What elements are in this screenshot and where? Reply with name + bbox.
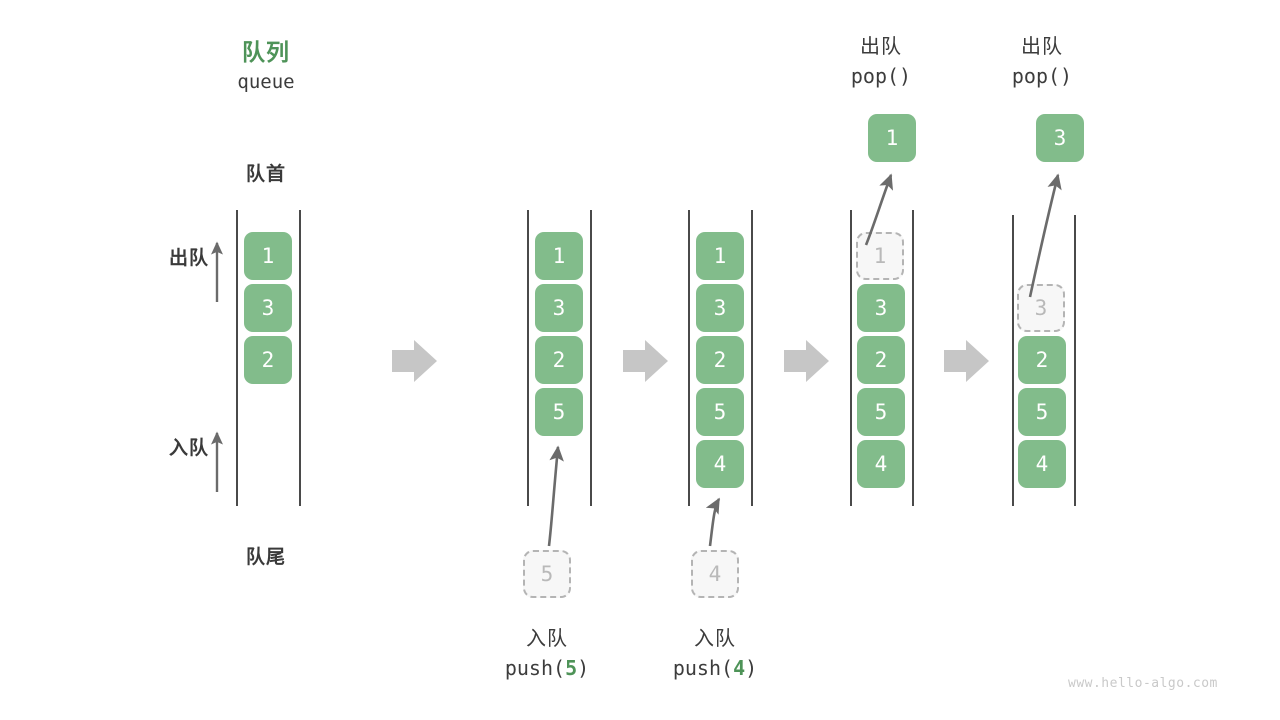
queue-cell: 1 bbox=[696, 232, 744, 280]
push-direction-label: 入队 bbox=[168, 438, 209, 459]
incoming-ghost-cell: 5 bbox=[523, 550, 571, 598]
caption-code-prefix: push( bbox=[672, 656, 734, 680]
queue-rail-right-3 bbox=[751, 210, 753, 506]
queue-cell: 3 bbox=[696, 284, 744, 332]
queue-rail-right-1 bbox=[299, 210, 301, 506]
stage-caption-code: push(5) bbox=[467, 656, 627, 680]
stage-caption-code: push(4) bbox=[635, 656, 795, 680]
pop-direction-label: 出队 bbox=[168, 248, 209, 269]
outgoing-ghost-cell: 1 bbox=[856, 232, 904, 280]
queue-rail-left-1 bbox=[236, 210, 238, 506]
diagram-title-cn: 队列 bbox=[242, 39, 290, 65]
queue-cell: 2 bbox=[857, 336, 905, 384]
stage-op-code: pop() bbox=[850, 64, 912, 88]
caption-code-suffix: ) bbox=[577, 656, 590, 680]
caption-code-suffix: ) bbox=[745, 656, 758, 680]
transition-arrow-4 bbox=[944, 340, 989, 382]
pop-arrow-3-icon bbox=[1028, 173, 1062, 298]
stage-op-code: pop() bbox=[1011, 64, 1073, 88]
queue-rail-left-2 bbox=[527, 210, 529, 506]
diagram-title-code: queue bbox=[237, 71, 295, 93]
caption-code-value: 5 bbox=[565, 656, 578, 680]
popped-cell: 3 bbox=[1036, 114, 1084, 162]
queue-head-label: 队首 bbox=[245, 164, 286, 185]
watermark: www.hello-algo.com bbox=[1068, 676, 1218, 691]
outgoing-ghost-cell: 3 bbox=[1017, 284, 1065, 332]
queue-cell: 4 bbox=[696, 440, 744, 488]
queue-cell: 2 bbox=[535, 336, 583, 384]
queue-rail-left-3 bbox=[688, 210, 690, 506]
queue-cell: 5 bbox=[857, 388, 905, 436]
transition-arrow-1 bbox=[392, 340, 437, 382]
stage-caption-cn: 入队 bbox=[694, 628, 736, 650]
popped-cell: 1 bbox=[868, 114, 916, 162]
queue-rail-right-2 bbox=[590, 210, 592, 506]
queue-cell: 5 bbox=[535, 388, 583, 436]
queue-cell: 2 bbox=[1018, 336, 1066, 384]
queue-tail-label: 队尾 bbox=[245, 547, 286, 568]
queue-cell: 2 bbox=[696, 336, 744, 384]
queue-rail-right-4 bbox=[912, 210, 914, 506]
stage-caption-cn: 入队 bbox=[526, 628, 568, 650]
stage-op-cn: 出队 bbox=[860, 36, 902, 58]
transition-arrow-2 bbox=[623, 340, 668, 382]
queue-cell: 1 bbox=[535, 232, 583, 280]
queue-cell: 3 bbox=[244, 284, 292, 332]
queue-cell: 5 bbox=[696, 388, 744, 436]
caption-code-prefix: push( bbox=[504, 656, 566, 680]
stage-op-cn: 出队 bbox=[1021, 36, 1063, 58]
push-arrow-4-icon bbox=[705, 497, 721, 547]
queue-cell: 3 bbox=[857, 284, 905, 332]
queue-rail-right-5 bbox=[1074, 215, 1076, 506]
queue-cell: 5 bbox=[1018, 388, 1066, 436]
queue-cell: 4 bbox=[857, 440, 905, 488]
caption-code-value: 4 bbox=[733, 656, 746, 680]
queue-cell: 2 bbox=[244, 336, 292, 384]
queue-cell: 3 bbox=[535, 284, 583, 332]
queue-cell: 1 bbox=[244, 232, 292, 280]
queue-rail-left-5 bbox=[1012, 215, 1014, 506]
queue-rail-left-4 bbox=[850, 210, 852, 506]
queue-cell: 4 bbox=[1018, 440, 1066, 488]
push-arrow-5-icon bbox=[547, 445, 564, 547]
incoming-ghost-cell: 4 bbox=[691, 550, 739, 598]
transition-arrow-3 bbox=[784, 340, 829, 382]
